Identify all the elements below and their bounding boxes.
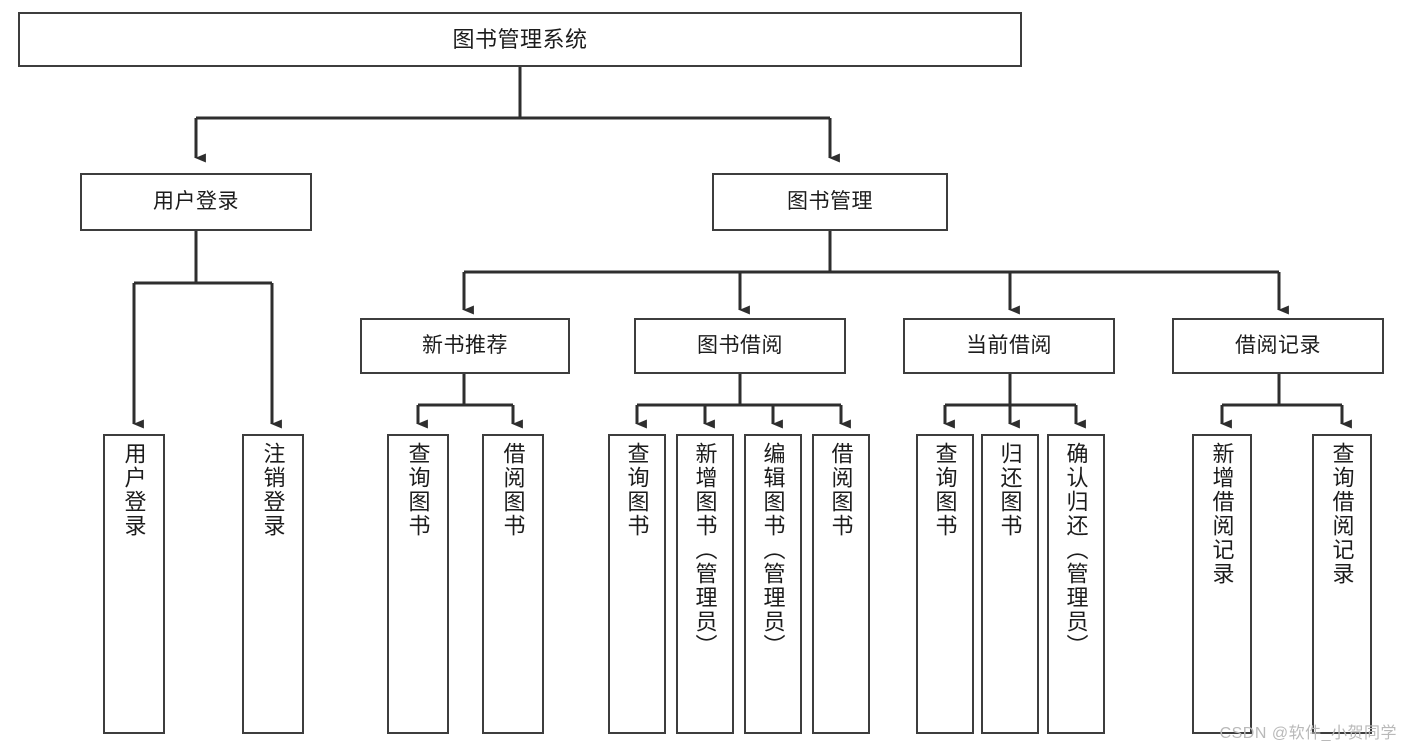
node-current-borrow[interactable]: 当前借阅: [903, 318, 1115, 374]
leaf-book-borrow-add[interactable]: 新增图书（管理员）: [676, 434, 734, 734]
node-user-login[interactable]: 用户登录: [80, 173, 312, 231]
node-label: 查询图书: [624, 442, 650, 538]
node-label: 确认归还（管理员）: [1063, 442, 1089, 658]
leaf-new-book-query[interactable]: 查询图书: [387, 434, 449, 734]
node-label: 查询借阅记录: [1329, 442, 1355, 586]
leaf-user-login-logout[interactable]: 注销登录: [242, 434, 304, 734]
node-label: 编辑图书（管理员）: [760, 442, 786, 658]
node-book-management[interactable]: 图书管理: [712, 173, 948, 231]
node-label: 图书管理: [787, 189, 873, 213]
leaf-borrow-record-add[interactable]: 新增借阅记录: [1192, 434, 1252, 734]
node-label: 查询图书: [405, 442, 431, 538]
node-label: 图书借阅: [697, 333, 783, 357]
node-borrow-record[interactable]: 借阅记录: [1172, 318, 1384, 374]
node-label: 借阅图书: [500, 442, 526, 538]
leaf-borrow-record-query[interactable]: 查询借阅记录: [1312, 434, 1372, 734]
leaf-book-borrow-query[interactable]: 查询图书: [608, 434, 666, 734]
node-book-borrow[interactable]: 图书借阅: [634, 318, 846, 374]
node-label: 用户登录: [153, 189, 239, 213]
node-label: 新书推荐: [422, 333, 508, 357]
leaf-book-borrow-borrow[interactable]: 借阅图书: [812, 434, 870, 734]
node-label: 当前借阅: [966, 333, 1052, 357]
node-label: 用户登录: [121, 442, 147, 538]
leaf-new-book-borrow[interactable]: 借阅图书: [482, 434, 544, 734]
leaf-current-borrow-return[interactable]: 归还图书: [981, 434, 1039, 734]
node-label: 新增借阅记录: [1209, 442, 1235, 586]
node-label: 新增图书（管理员）: [692, 442, 718, 658]
node-label: 归还图书: [997, 442, 1023, 538]
leaf-current-borrow-query[interactable]: 查询图书: [916, 434, 974, 734]
leaf-user-login-login[interactable]: 用户登录: [103, 434, 165, 734]
node-label: 借阅记录: [1235, 333, 1321, 357]
node-new-book-recommend[interactable]: 新书推荐: [360, 318, 570, 374]
node-label: 图书管理系统: [452, 26, 588, 52]
node-root-book-management-system[interactable]: 图书管理系统: [18, 12, 1022, 67]
leaf-current-borrow-confirm-return[interactable]: 确认归还（管理员）: [1047, 434, 1105, 734]
node-label: 注销登录: [260, 442, 286, 538]
leaf-book-borrow-edit[interactable]: 编辑图书（管理员）: [744, 434, 802, 734]
node-label: 借阅图书: [828, 442, 854, 538]
node-label: 查询图书: [932, 442, 958, 538]
watermark: CSDN @软件_小贺同学: [1219, 725, 1397, 742]
